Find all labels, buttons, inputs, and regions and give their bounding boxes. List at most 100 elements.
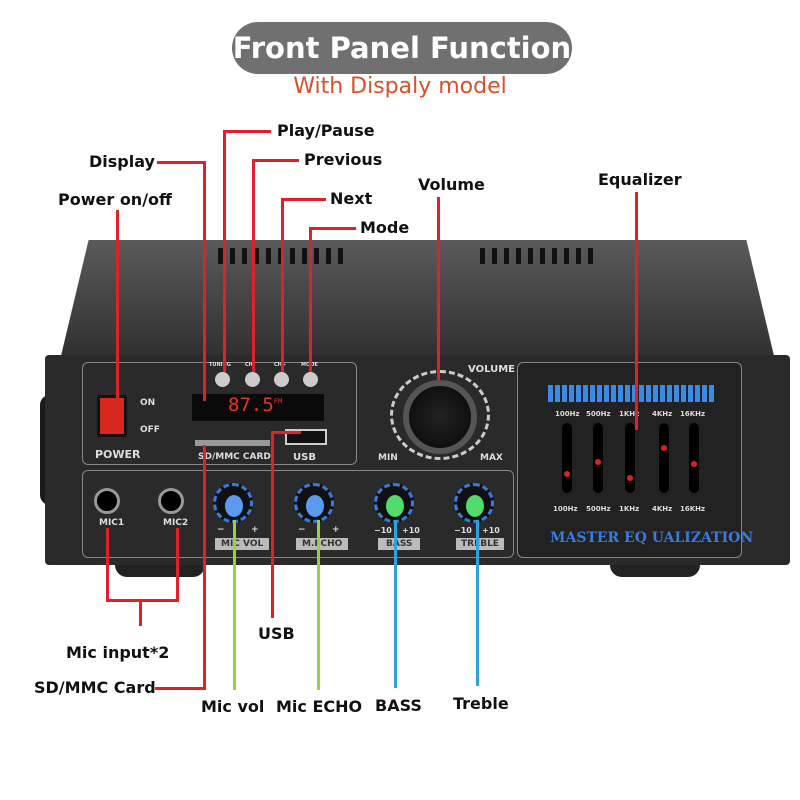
callout-line (176, 528, 179, 601)
control-panel-upper (82, 362, 357, 465)
label-mode: Mode (360, 218, 410, 237)
label-usb: USB (258, 624, 295, 643)
callout-line (157, 161, 206, 164)
foot (610, 565, 700, 577)
mic2-jack[interactable] (158, 488, 184, 514)
previous-button[interactable] (245, 372, 260, 387)
label-mic-input: Mic input*2 (66, 643, 170, 662)
mic-vol-knob[interactable] (213, 483, 253, 523)
mic-echo-knob[interactable] (294, 483, 334, 523)
display-screen: 87.5FM (192, 394, 324, 421)
mic1-jack[interactable] (94, 488, 120, 514)
button-label: CH- (245, 362, 255, 368)
on-label: ON (140, 398, 156, 408)
vent (480, 248, 485, 264)
callout-line (281, 198, 284, 372)
eq-freq-label: 4KHz (652, 410, 673, 418)
treble-label: TREBLE (456, 538, 504, 550)
callout-line (252, 159, 299, 162)
eq-freq-label: 4KHz (652, 505, 673, 513)
mic2-label: MIC2 (163, 518, 189, 528)
label-previous: Previous (304, 150, 383, 169)
vent (254, 248, 259, 264)
label-volume: Volume (418, 175, 485, 194)
eq-slider-100hz[interactable] (562, 423, 572, 493)
callout-line (309, 227, 356, 230)
eq-freq-label: 16KHz (680, 410, 706, 418)
vent (540, 248, 545, 264)
vent (230, 248, 235, 264)
callout-line (476, 520, 479, 686)
callout-line (106, 599, 179, 602)
mode-button[interactable] (303, 372, 318, 387)
eq-slider-1khz[interactable] (625, 423, 635, 493)
vent (242, 248, 247, 264)
button-label: CH+ (274, 362, 286, 368)
callout-line (271, 431, 301, 434)
foot (115, 565, 205, 577)
volume-knob[interactable] (403, 380, 477, 454)
vent (338, 248, 343, 264)
max-label: MAX (480, 453, 503, 463)
callout-line (252, 159, 255, 372)
callout-line (106, 528, 109, 601)
eq-freq-label: 500Hz (586, 410, 611, 418)
callout-line (203, 161, 206, 401)
spectrum-display (548, 385, 714, 402)
eq-slider-4khz[interactable] (659, 423, 669, 493)
label-equalizer: Equalizer (598, 170, 682, 189)
plus10-label: +10 (482, 526, 500, 535)
plus10-label: +10 (402, 526, 420, 535)
label-display: Display (89, 152, 155, 171)
fm-indicator: FM (273, 397, 283, 406)
label-treble: Treble (453, 694, 509, 713)
sd-card-slot[interactable] (195, 440, 270, 446)
callout-line (223, 130, 271, 133)
callout-line (271, 431, 274, 618)
callout-line (233, 520, 236, 690)
label-next: Next (330, 189, 373, 208)
callout-line (281, 198, 326, 201)
mic-vol-label: MIC VOL (215, 538, 270, 550)
vent (516, 248, 521, 264)
eq-freq-label: 100Hz (553, 505, 578, 513)
plus-label: + (251, 525, 259, 535)
power-label: POWER (95, 448, 141, 461)
callout-line (394, 520, 397, 688)
minus-label: − (298, 525, 306, 535)
callout-line (223, 130, 226, 372)
vent (552, 248, 557, 264)
minus10-label: −10 (374, 526, 392, 535)
vent (290, 248, 295, 264)
vent (326, 248, 331, 264)
eq-slider-16khz[interactable] (689, 423, 699, 493)
control-panel-lower (82, 470, 514, 558)
bass-label: BASS (378, 538, 421, 550)
vent (588, 248, 593, 264)
display-value: 87.5 (228, 394, 274, 416)
play-pause-button[interactable] (215, 372, 230, 387)
label-mic-vol: Mic vol (201, 697, 265, 716)
mic1-label: MIC1 (99, 518, 125, 528)
button-label: TUNING (209, 362, 231, 368)
label-power: Power on/off (58, 190, 172, 209)
eq-freq-label: 100Hz (555, 410, 580, 418)
usb-label: USB (293, 452, 316, 463)
vent (528, 248, 533, 264)
vent (564, 248, 569, 264)
vent (218, 248, 223, 264)
eq-freq-label: 16KHz (680, 505, 706, 513)
power-switch[interactable] (97, 395, 127, 437)
vent (504, 248, 509, 264)
treble-knob[interactable] (454, 483, 494, 523)
min-label: MIN (378, 453, 398, 463)
callout-line (635, 192, 638, 430)
callout-line (317, 520, 320, 690)
next-button[interactable] (274, 372, 289, 387)
callout-line (309, 227, 312, 372)
vent (302, 248, 307, 264)
callout-line (116, 210, 119, 400)
eq-slider-500hz[interactable] (593, 423, 603, 493)
subtitle: With Dispaly model (293, 74, 507, 99)
bass-knob[interactable] (374, 483, 414, 523)
